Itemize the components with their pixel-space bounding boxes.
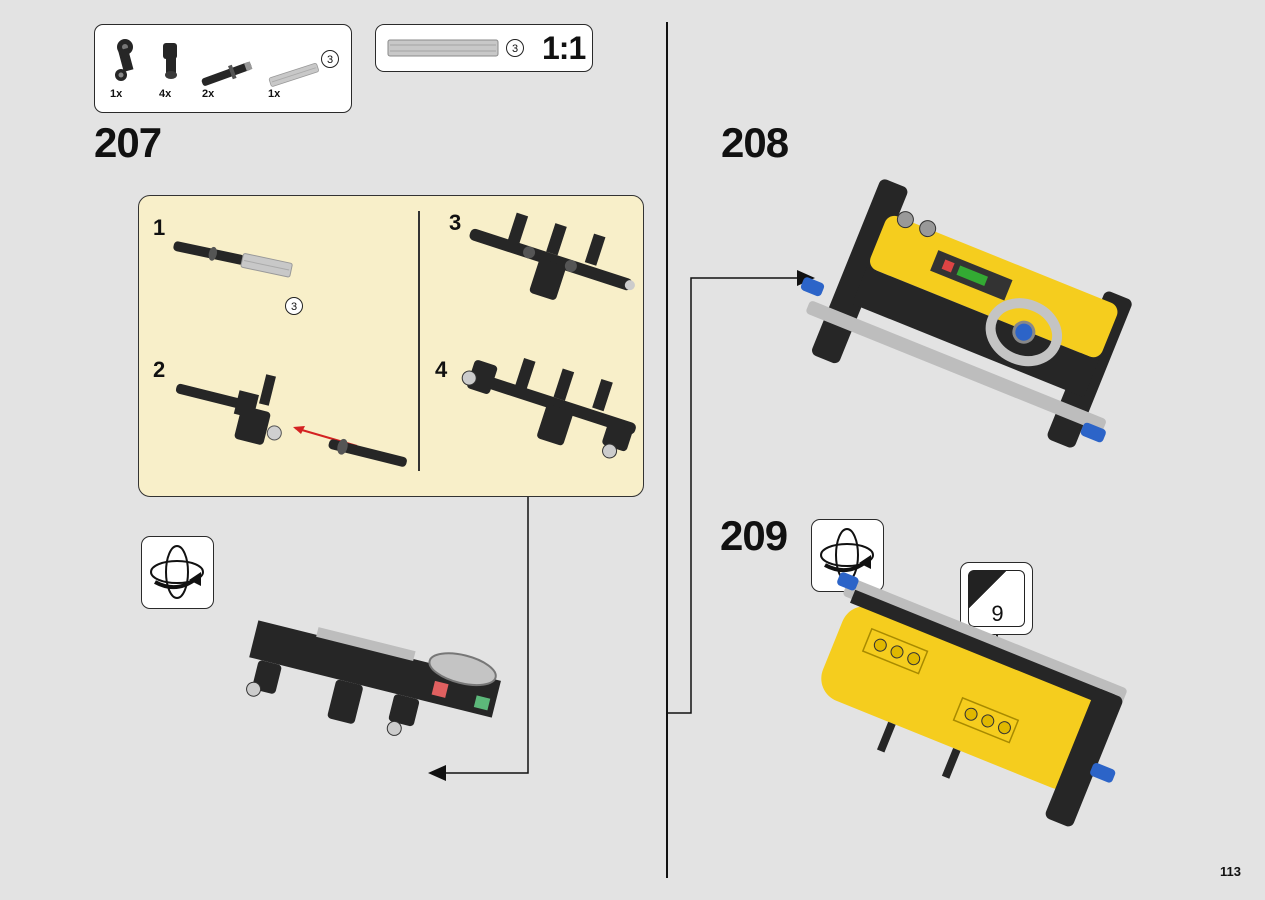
step-number: 207 <box>94 119 162 166</box>
axle-connector-icon <box>163 43 177 79</box>
page-divider <box>666 22 668 878</box>
axle-3-scale-icon <box>387 39 499 57</box>
part-qty: 1x <box>110 88 123 100</box>
part-qty: 1x <box>268 88 281 100</box>
part-qty: 2x <box>202 88 215 100</box>
scale-box: 3 1:1 <box>375 24 593 72</box>
page-number: 113 <box>1220 864 1241 879</box>
sticker-icon <box>968 570 1025 627</box>
part-qty: 4x <box>159 88 172 100</box>
substep-4-assembly <box>461 358 636 459</box>
substep-3-assembly <box>469 212 635 300</box>
axle-3-icon <box>268 62 319 87</box>
step-207-model <box>246 620 501 736</box>
parts-list-box: 1x 4x 2x 3 1x <box>94 24 352 113</box>
axle-with-stop-icon <box>201 61 253 86</box>
sticker-number: 9 <box>991 601 1004 626</box>
axle-length-badge: 3 <box>285 297 303 315</box>
step-208-model <box>800 179 1132 448</box>
substep-number: 4 <box>435 357 448 382</box>
substep-number: 2 <box>153 357 166 382</box>
step-number: 208 <box>721 119 789 166</box>
substep-1-axle-assembly <box>173 241 293 278</box>
rotate-model-icon <box>150 545 204 599</box>
step-number: 209 <box>720 512 788 559</box>
step-209-model <box>821 572 1127 827</box>
callout-divider <box>418 211 420 471</box>
substep-number: 1 <box>153 215 166 240</box>
substep-number: 3 <box>449 210 462 235</box>
scale-length-badge: 3 <box>506 39 524 57</box>
scale-label: 1:1 <box>542 30 586 66</box>
angle-connector-icon <box>115 39 134 81</box>
sticker-callout: 9 <box>960 562 1033 635</box>
substep-2-assembly <box>175 374 407 467</box>
rotate-model-icon <box>141 536 214 609</box>
callout-connector-arrow <box>428 497 529 781</box>
substep-callout: 1 3 2 3 <box>138 195 644 497</box>
axle-length-badge: 3 <box>321 50 339 68</box>
